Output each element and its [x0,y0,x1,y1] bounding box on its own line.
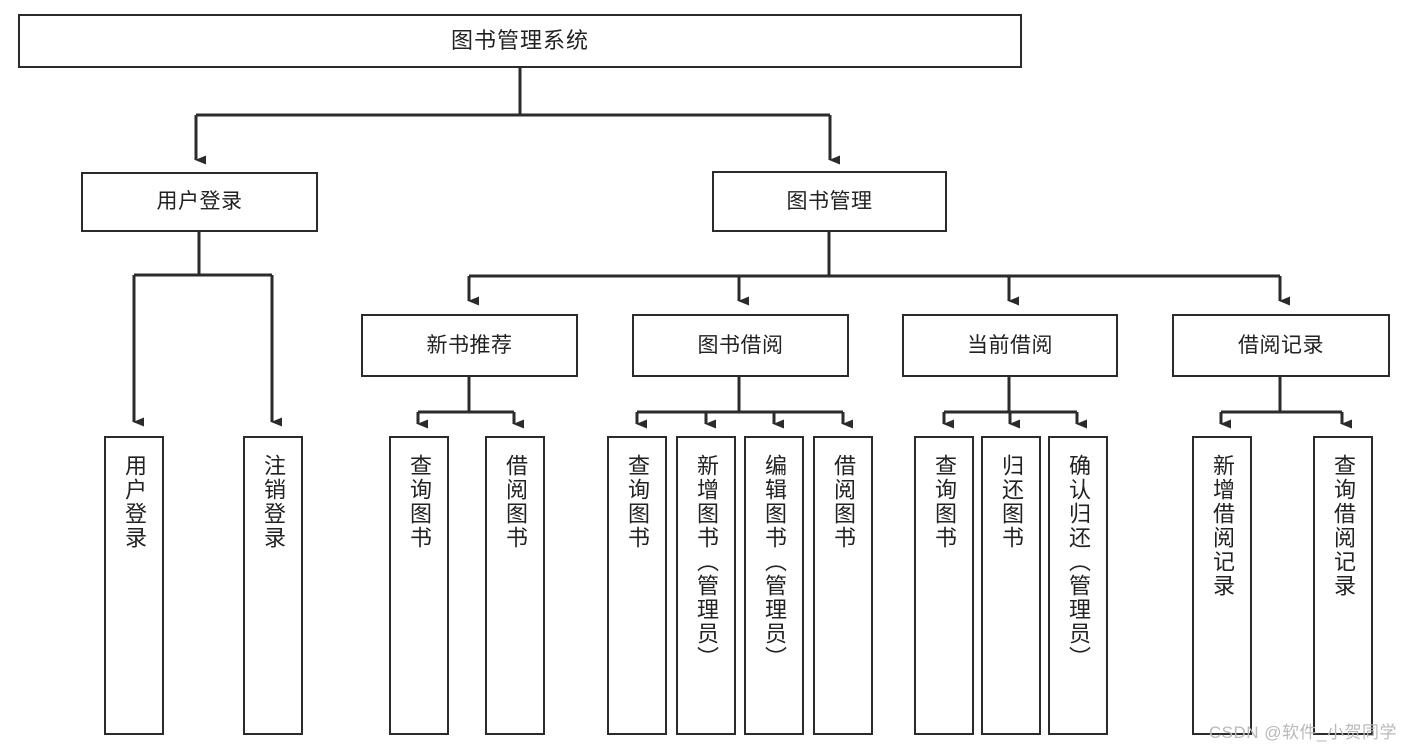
node-current-borrow[interactable]: 当前借阅 [902,314,1118,377]
leaf-query-book-current[interactable]: 查询图书 [914,436,974,735]
leaf-confirm-return[interactable]: 确认归还（管理员） [1048,436,1108,735]
node-label: 图书借阅 [697,333,784,357]
node-label: 新书推荐 [426,333,513,357]
leaf-borrow-book[interactable]: 借阅图书 [813,436,873,735]
leaf-query-book-borrow[interactable]: 查询图书 [607,436,667,735]
node-label: 查询图书 [932,454,957,550]
node-label: 新增图书（管理员） [694,454,719,670]
node-book-borrow[interactable]: 图书借阅 [632,314,849,377]
node-label: 借阅图书 [831,454,856,550]
node-label: 查询图书 [625,454,650,550]
node-label: 新增借阅记录 [1210,454,1235,598]
node-label: 查询图书 [407,454,432,550]
node-label: 注销登录 [261,454,286,550]
node-new-book-recommend[interactable]: 新书推荐 [361,314,578,377]
node-label: 归还图书 [999,454,1024,550]
node-label: 确认归还（管理员） [1066,454,1091,670]
leaf-user-login[interactable]: 用户登录 [104,436,164,735]
node-borrow-record[interactable]: 借阅记录 [1172,314,1390,377]
node-label: 查询借阅记录 [1331,454,1356,598]
node-user-login[interactable]: 用户登录 [81,172,318,232]
node-label: 编辑图书（管理员） [762,454,787,670]
leaf-logout[interactable]: 注销登录 [243,436,303,735]
leaf-add-borrow-record[interactable]: 新增借阅记录 [1192,436,1252,735]
leaf-add-book[interactable]: 新增图书（管理员） [676,436,736,735]
leaf-query-borrow-record[interactable]: 查询借阅记录 [1313,436,1373,735]
node-label: 用户登录 [156,190,243,214]
node-book-management[interactable]: 图书管理 [712,171,947,232]
leaf-edit-book[interactable]: 编辑图书（管理员） [744,436,804,735]
node-label: 图书管理系统 [450,27,589,53]
node-label: 借阅记录 [1238,333,1324,357]
leaf-query-book-recommend[interactable]: 查询图书 [389,436,449,735]
node-book-management-system[interactable]: 图书管理系统 [18,14,1022,68]
node-label: 用户登录 [122,454,147,550]
leaf-return-book[interactable]: 归还图书 [981,436,1041,735]
node-label: 图书管理 [786,189,873,213]
csdn-watermark: CSDN @软件_小贺同学 [1208,723,1397,742]
node-label: 借阅图书 [503,454,528,550]
leaf-borrow-book-recommend[interactable]: 借阅图书 [485,436,545,735]
node-label: 当前借阅 [967,333,1053,357]
